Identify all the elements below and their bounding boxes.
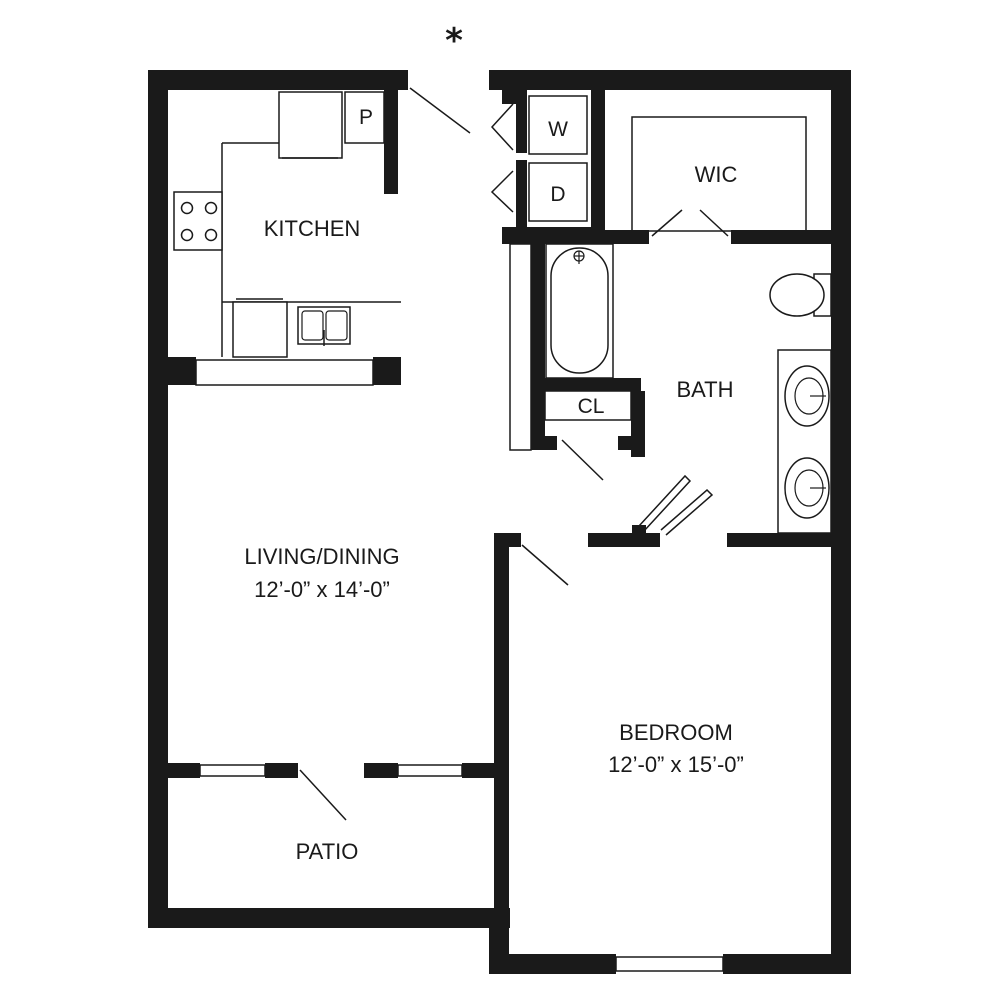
wall-top-left xyxy=(148,70,408,90)
wall-wic-bottom-left xyxy=(591,230,649,244)
closet-door xyxy=(561,439,604,481)
closet-label: CL xyxy=(578,395,605,418)
wall-laundry-left xyxy=(516,90,527,153)
wic-door-right xyxy=(699,209,729,237)
wall-tub-right-stub xyxy=(627,378,641,391)
wall-bottom-left xyxy=(489,954,616,974)
wall-laundry-right xyxy=(591,90,605,244)
wall-bath-bottom-post xyxy=(632,525,646,535)
wall-bath-bottom-left xyxy=(588,533,660,547)
bath-door-left xyxy=(638,474,692,532)
bedroom-label: BEDROOM xyxy=(619,720,733,745)
entry-door xyxy=(409,87,471,134)
kitchen-label: KITCHEN xyxy=(264,216,361,241)
wall-tub-left xyxy=(531,244,545,388)
sink-left-icon xyxy=(784,365,830,427)
toilet-icon xyxy=(769,273,825,317)
stove-icon xyxy=(173,191,223,251)
walls xyxy=(148,70,851,974)
bedroom-dims: 12’-0” x 15’-0” xyxy=(608,752,744,777)
wic-label: WIC xyxy=(695,162,738,187)
wall-top-right xyxy=(489,70,851,90)
pantry-label: P xyxy=(359,106,373,129)
dishwasher-icon xyxy=(232,301,288,358)
bath-fixtures xyxy=(544,243,832,534)
wic-door-left xyxy=(651,209,683,237)
wall-left xyxy=(148,70,168,928)
wall-laundry-left-lower xyxy=(516,160,527,227)
wall-closet-left xyxy=(531,391,545,448)
wall-laundry-bottom xyxy=(502,227,605,244)
wall-right xyxy=(831,70,851,974)
wall-patio-left xyxy=(168,763,200,778)
closet-shelf xyxy=(544,390,632,421)
laundry-fixtures xyxy=(528,95,807,232)
refrigerator-icon xyxy=(278,91,343,159)
windows xyxy=(195,243,724,972)
patio-door xyxy=(299,769,347,821)
washer-door xyxy=(490,103,514,151)
wall-kitchen-post-left xyxy=(168,357,196,385)
entry-marker: * xyxy=(445,21,463,61)
dryer-label: D xyxy=(550,183,565,206)
doors xyxy=(299,87,729,821)
wall-closet-bottom-left xyxy=(531,436,557,450)
patio-window-left xyxy=(199,764,266,777)
dryer-door xyxy=(490,170,514,213)
wall-closet-bottom-right xyxy=(618,436,645,450)
bedroom-door xyxy=(521,544,569,586)
wall-patio-bottom xyxy=(148,908,510,928)
wall-patio-right-mid xyxy=(364,763,398,778)
wall-bedroom-left xyxy=(494,533,509,974)
patio-window-right xyxy=(397,764,463,777)
pantry-closet xyxy=(344,91,385,144)
washer-icon xyxy=(528,95,588,155)
wall-wic-bottom-right xyxy=(731,230,831,244)
dryer-icon xyxy=(528,162,588,222)
washer-label: W xyxy=(548,118,568,141)
wall-tub-bottom xyxy=(531,378,641,391)
patio-label: PATIO xyxy=(296,839,359,864)
bedroom-window xyxy=(615,956,724,972)
bath-door-right xyxy=(660,488,714,536)
labels: * KITCHEN P W D WIC BATH CL LIVING/DININ… xyxy=(244,21,743,864)
wall-patio-mid xyxy=(265,763,298,778)
bath-label: BATH xyxy=(676,377,733,402)
wall-bottom-right xyxy=(723,954,851,974)
kitchen-fixtures xyxy=(173,91,401,358)
kitchen-window xyxy=(195,359,374,386)
wall-kitchen-post-right xyxy=(373,357,401,385)
wall-kitchen-entry xyxy=(384,90,398,194)
tub-side-panel xyxy=(509,243,532,451)
bathtub-icon xyxy=(545,243,614,379)
wall-patio-right xyxy=(462,763,494,778)
living-label: LIVING/DINING xyxy=(244,544,399,569)
living-dims: 12’-0” x 14’-0” xyxy=(254,577,390,602)
wic-shelf-outline xyxy=(631,116,807,232)
wall-bath-bottom-right xyxy=(727,533,831,547)
wall-laundry-stub-top xyxy=(502,90,516,104)
sink-right-icon xyxy=(784,457,830,519)
